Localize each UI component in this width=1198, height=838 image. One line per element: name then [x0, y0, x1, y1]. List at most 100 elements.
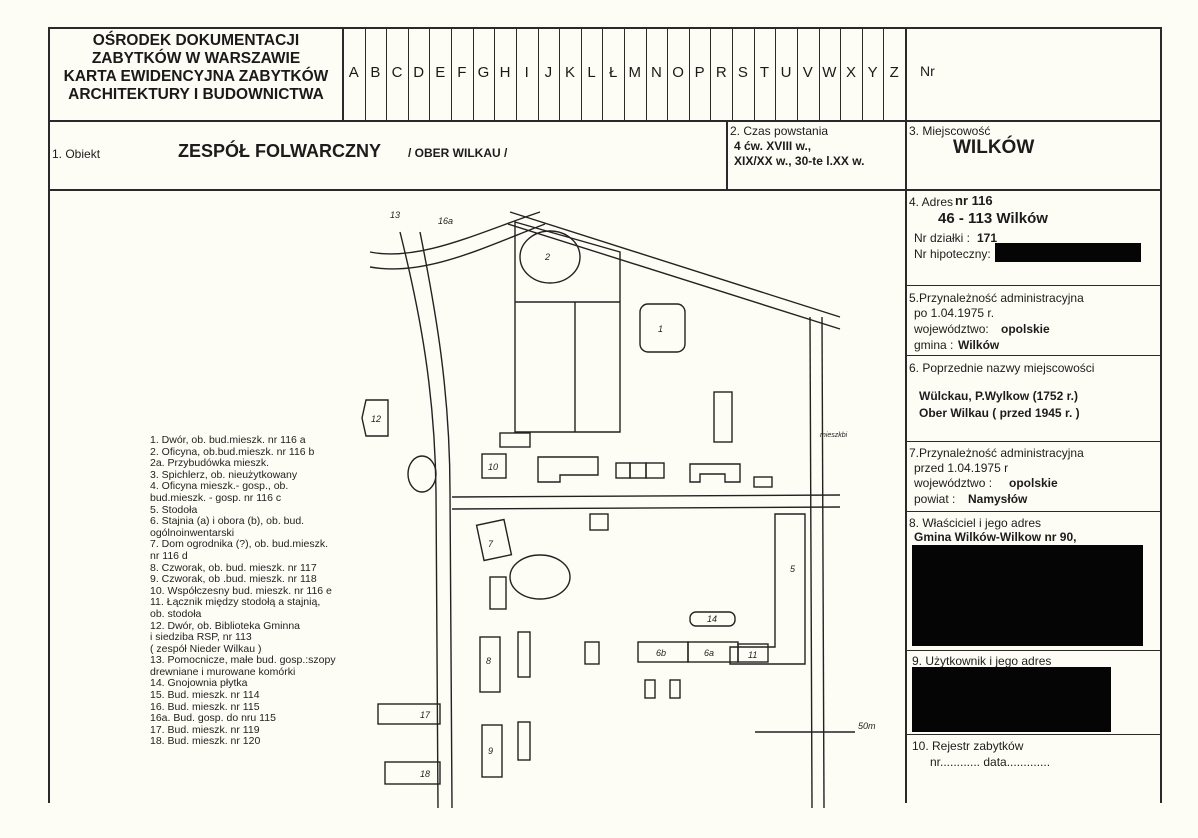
legend-item: nr 116 d — [150, 549, 188, 562]
letter-divider — [364, 27, 366, 121]
title-divider — [342, 27, 344, 121]
building-13i — [669, 679, 681, 699]
building-4 — [689, 463, 741, 483]
letter-divider — [710, 27, 712, 121]
map-label-18: 18 — [420, 769, 430, 779]
site-plan-map: 13 16a 2 1 12 10 5 14 6b 6a 11 8 7 17 9 … — [361, 210, 876, 808]
obiekt-subname: / OBER WILKAU / — [408, 146, 508, 160]
building-13a — [499, 432, 531, 448]
map-label-scale: 50m — [858, 721, 876, 731]
legend-item: i siedziba RSP, nr 113 — [150, 631, 252, 644]
letter-divider — [472, 27, 474, 121]
nr-label: Nr — [920, 63, 935, 79]
legend-item: ob. stodoła — [150, 607, 202, 620]
legend-item: 15. Bud. mieszk. nr 114 — [150, 689, 260, 702]
miejscowosc-value: WILKÓW — [953, 137, 1035, 158]
woj-value: opolskie — [1001, 322, 1050, 336]
building-2a — [615, 462, 631, 479]
letter-8: I — [524, 64, 529, 81]
map-label-11: 11 — [748, 650, 757, 660]
adres-nr: nr 116 — [955, 193, 993, 208]
redaction-hipoteczny — [995, 243, 1141, 262]
field-north — [514, 221, 621, 433]
building-5 — [729, 513, 806, 665]
poprzednie-line-1: Wülckau, P.Wylkow (1752 r.) — [919, 389, 1078, 403]
letter-divider — [732, 27, 734, 121]
legend-item: 18. Bud. mieszk. nr 120 — [150, 735, 261, 748]
letter-22: W — [822, 64, 837, 81]
building-13d — [589, 513, 609, 531]
legend-item: 16. Bud. mieszk. nr 115 — [150, 700, 260, 713]
letter-divider — [775, 27, 777, 121]
letter-19: T — [759, 64, 770, 81]
map-label-16a: 16a — [438, 216, 453, 226]
sep-5 — [905, 285, 1161, 286]
road-north — [369, 211, 541, 255]
hipoteczny-label: Nr hipoteczny: — [914, 247, 991, 261]
building-9 — [481, 724, 503, 778]
road-west-edge — [399, 231, 439, 808]
legend-item: drewniane i murowane komórki — [150, 665, 296, 678]
map-label-10: 10 — [488, 462, 498, 472]
miejscowosc-label: 3. Miejscowość — [909, 124, 991, 138]
roundabout — [407, 455, 437, 493]
redaction-wlasciciel — [912, 545, 1143, 646]
building-13b — [713, 391, 733, 443]
letter-divider — [580, 27, 582, 121]
sep-8 — [905, 511, 1161, 512]
legend-item: 1. Dwór, ob. bud.mieszk. nr 116 a — [150, 434, 306, 446]
letter-divider — [667, 27, 669, 121]
building-13j — [517, 721, 531, 761]
road-center-2 — [451, 506, 841, 510]
letter-divider — [559, 27, 561, 121]
sep-9 — [905, 650, 1161, 651]
title-line-3: KARTA EWIDENCYJNA ZABYTKÓW — [63, 68, 329, 85]
gmina-label: gmina : — [914, 338, 954, 352]
building-12 — [361, 399, 389, 437]
map-label-1: 1 — [658, 324, 663, 334]
przynaleznosc-date: po 1.04.1975 r. — [914, 306, 995, 320]
building-14 — [689, 611, 736, 627]
rejestr-label: 10. Rejestr zabytków — [912, 739, 1024, 753]
woj-stare-label: województwo : — [914, 476, 993, 490]
letter-divider — [624, 27, 625, 121]
rejestr-line: nr............ data............. — [930, 755, 1051, 769]
building-17 — [377, 703, 441, 725]
legend-item: ogólnoinwentarski — [150, 526, 235, 539]
gmina-value: Wilków — [958, 338, 1000, 352]
woj-stare-value: opolskie — [1009, 476, 1058, 490]
letter-divider — [451, 27, 453, 121]
letter-24: Y — [867, 64, 878, 81]
sep-10 — [905, 734, 1161, 735]
road-label-mieszkbi: mieszkbi — [820, 432, 848, 439]
letter-25: Z — [889, 64, 899, 81]
title-line-1: OŚRODEK DOKUMENTACJI — [92, 32, 300, 49]
building-10 — [481, 453, 507, 479]
letter-divider — [753, 27, 755, 121]
road-center — [451, 494, 841, 498]
legend-item: ( zespół Nieder Wilkau ) — [150, 642, 262, 655]
legend-item: 4. Oficyna mieszk.- gosp., ob. — [150, 480, 289, 493]
przynaleznosc-label: 5.Przynależność administracyjna — [909, 291, 1084, 305]
przynaleznosc-stara-label: 7.Przynależność administracyjna — [909, 446, 1084, 460]
building-11 — [737, 643, 769, 663]
legend-item: 17. Bud. mieszk. nr 119 — [150, 723, 260, 736]
wlasciciel-label: 8. Właściciel i jego adres — [909, 516, 1042, 530]
building-13g — [584, 641, 600, 665]
pond-1 — [519, 230, 581, 284]
poprzednie-label: 6. Poprzednie nazwy miejscowości — [909, 361, 1095, 375]
sep-7 — [905, 441, 1161, 442]
letter-12: Ł — [609, 64, 618, 81]
czas-line-1: 4 ćw. XVIII w., — [734, 139, 812, 153]
legend-item: bud.mieszk. - gosp. nr 116 c — [150, 491, 282, 504]
uzytkownik-label: 9. Użytkownik i jego adres — [912, 654, 1052, 668]
letter-divider — [861, 27, 863, 121]
letter-divider — [494, 27, 496, 121]
legend-item: 13. Pomocnicze, małe bud. gosp.:szopy — [150, 654, 336, 667]
frame-top — [48, 27, 1161, 29]
building-13c — [753, 476, 773, 488]
letter-7: H — [499, 64, 511, 81]
letter-23: X — [845, 64, 856, 81]
map-label-14: 14 — [707, 614, 717, 624]
letter-divider — [883, 27, 885, 121]
